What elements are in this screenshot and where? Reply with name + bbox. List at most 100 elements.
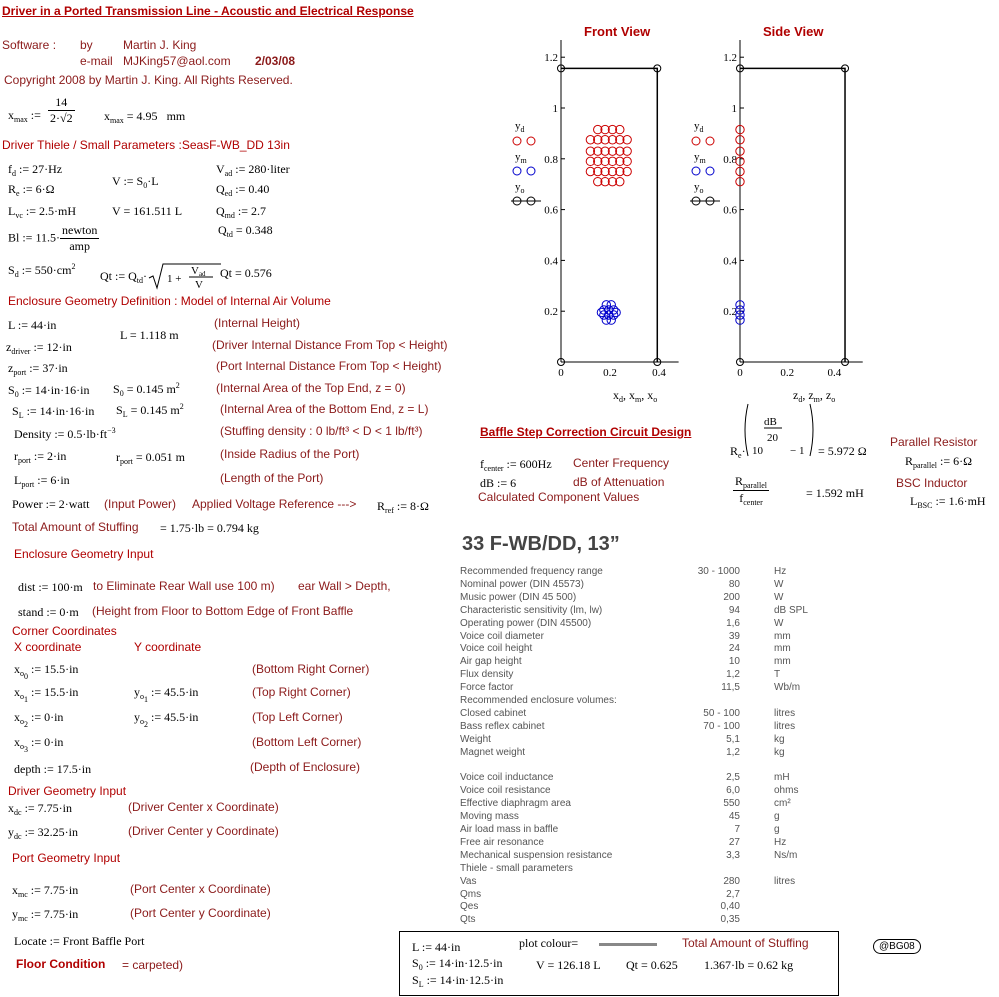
driver-point bbox=[593, 146, 603, 156]
driver-point bbox=[600, 156, 610, 167]
driver-point bbox=[600, 166, 610, 177]
geometry-input-header: Enclosure Geometry Input bbox=[14, 547, 154, 561]
legend-label: ym bbox=[694, 151, 707, 165]
enclosure-note: (Stuffing density : 0 lb/ft³ < D < 1 lb/… bbox=[220, 424, 423, 438]
spec-label: Qes bbox=[460, 901, 479, 913]
driver-point bbox=[607, 146, 618, 156]
driver-params-header: Driver Thiele / Small Parameters :SeasF-… bbox=[2, 138, 290, 152]
spec-unit: W bbox=[774, 617, 784, 629]
corner-x: xo3 := 0·in bbox=[14, 735, 64, 754]
param-vad: Vad := 280·liter bbox=[216, 162, 290, 178]
port-point bbox=[599, 310, 609, 320]
port-geometry-expr: ymc := 7.75·in bbox=[12, 907, 79, 923]
stuffing-value: = 1.75·lb = 0.794 kg bbox=[160, 521, 259, 535]
enclosure-outline bbox=[561, 67, 659, 362]
spec-label: Characteristic sensitivity (lm, lw) bbox=[460, 604, 603, 616]
enclosure-result-sl: SL = 0.145 m2 bbox=[116, 402, 184, 419]
spec-unit: g bbox=[774, 811, 780, 823]
driver-point bbox=[622, 166, 632, 177]
software-label: Software : bbox=[2, 38, 57, 52]
legend-corner-marker bbox=[691, 196, 701, 206]
spec-label: Mechanical suspension resistance bbox=[460, 849, 613, 861]
corner-marker bbox=[653, 64, 662, 73]
driver-point bbox=[735, 135, 745, 145]
driver-point bbox=[600, 124, 610, 135]
legend-port-marker bbox=[705, 166, 715, 176]
dist-note-2: ear Wall > Depth, bbox=[298, 579, 391, 593]
spec-label: Recommended enclosure volumes: bbox=[460, 695, 617, 706]
y-tick-label: 0.8 bbox=[544, 154, 558, 166]
y-tick-label: 0.2 bbox=[544, 306, 558, 318]
spec-value: 200 bbox=[723, 591, 740, 603]
x-tick-label: 0.2 bbox=[780, 367, 794, 379]
spec-value: 11,5 bbox=[721, 682, 740, 694]
corner-marker bbox=[653, 358, 662, 366]
param-lvc: Lvc := 2.5·mH bbox=[8, 204, 77, 220]
svg-text:− 1: − 1 bbox=[790, 445, 804, 457]
y-tick-label: 0.6 bbox=[723, 205, 737, 217]
spec-label: Recommended frequency range bbox=[460, 566, 603, 577]
spec-value: 2,5 bbox=[726, 772, 740, 784]
spec-value: 0,35 bbox=[720, 914, 740, 926]
legend-label: yo bbox=[694, 181, 704, 195]
enclosure-result-l: L = 1.118 m bbox=[120, 328, 179, 342]
driver-point bbox=[615, 124, 625, 135]
port-point bbox=[608, 305, 619, 315]
legend-driver-marker bbox=[526, 136, 536, 146]
enclosure-note: (Driver Internal Distance From Top < Hei… bbox=[212, 338, 448, 352]
spec-value: 50 - 100 bbox=[703, 707, 740, 719]
spec-value: 0,40 bbox=[720, 901, 740, 913]
port-point bbox=[596, 307, 607, 318]
spec-unit: dB SPL bbox=[774, 604, 808, 616]
baffle-formula-prefix: Re· bbox=[730, 444, 746, 460]
spec-label: Voice coil height bbox=[460, 643, 533, 655]
baffle-formula-paren: 10 − 1 bbox=[744, 403, 814, 457]
corner-x: xo0 := 15.5·in bbox=[14, 662, 79, 681]
spec-unit: kg bbox=[774, 733, 785, 745]
spec-value: 30 - 1000 bbox=[697, 566, 740, 577]
spec-label: Qts bbox=[460, 914, 476, 926]
enclosure-expr: zport := 37·in bbox=[8, 361, 68, 377]
spec-unit: Hz bbox=[774, 566, 787, 577]
enclosure-expr: SL := 14·in·16·in bbox=[12, 404, 95, 420]
depth-expr: depth := 17.5·in bbox=[14, 762, 92, 776]
enclosure-expr: S0 := 14·in·16·in bbox=[8, 383, 90, 399]
y-tick-label: 0.4 bbox=[723, 255, 737, 267]
spec-label: Voice coil diameter bbox=[460, 630, 544, 642]
power-note: (Input Power) bbox=[104, 497, 177, 511]
spec-label: Closed cabinet bbox=[460, 707, 527, 719]
enclosure-outline bbox=[740, 67, 846, 362]
spec-value: 1,6 bbox=[726, 617, 740, 629]
parallel-resistor-label: Parallel Resistor bbox=[890, 435, 978, 449]
xmax-result: xmax = 4.95 mm bbox=[104, 109, 186, 125]
spec-label: Effective diaphragm area bbox=[460, 798, 571, 810]
driver-point bbox=[735, 156, 745, 167]
driver-point bbox=[593, 176, 603, 187]
stand-expr: stand := 0·m bbox=[18, 605, 79, 619]
param-re: Re := 6·Ω bbox=[8, 182, 55, 198]
y-tick-label: 1 bbox=[732, 103, 738, 115]
spec-value: 24 bbox=[728, 643, 740, 655]
spec-label: Music power (DIN 45 500) bbox=[460, 591, 577, 603]
driver-point bbox=[607, 124, 618, 135]
corner-marker bbox=[557, 358, 565, 366]
enclosure-expr: Density := 0.5·lb·ft−3 bbox=[14, 426, 116, 441]
driver-point bbox=[585, 166, 596, 177]
baffle-ratio-result: = 1.592 mH bbox=[806, 486, 864, 500]
spec-label: Weight bbox=[460, 733, 491, 745]
param-qt-result: Qt = 0.576 bbox=[220, 266, 272, 280]
driver-point bbox=[600, 135, 610, 145]
driver-point bbox=[607, 176, 618, 187]
svg-text:V: V bbox=[195, 279, 203, 291]
comparison-box: L := 44·in S0 := 14·in·12.5·in SL := 14·… bbox=[399, 931, 839, 996]
enclosure-note: (Internal Area of the Bottom End, z = L) bbox=[220, 402, 429, 416]
legend-label: ym bbox=[515, 151, 528, 165]
enclosure-note: (Inside Radius of the Port) bbox=[220, 447, 360, 461]
spec-value: 80 bbox=[728, 578, 740, 590]
svg-text:Vad: Vad bbox=[191, 265, 206, 278]
x-coordinate-label: X coordinate bbox=[14, 640, 82, 654]
spec-label: Bass reflex cabinet bbox=[460, 720, 545, 732]
locate-expr: Locate := Front Baffle Port bbox=[14, 934, 145, 948]
